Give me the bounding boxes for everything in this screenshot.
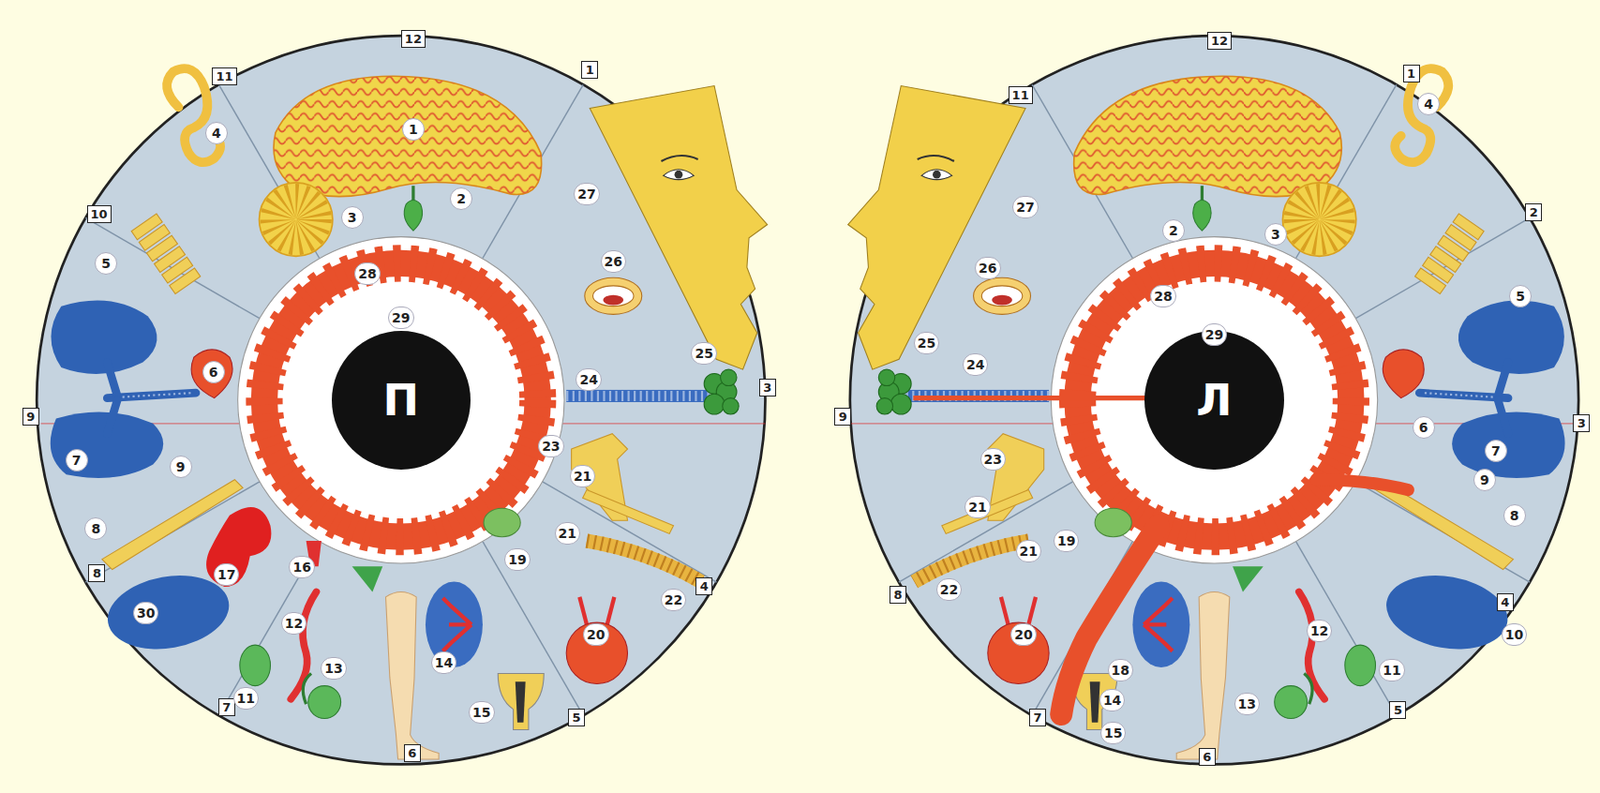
callout-number: 27	[573, 182, 599, 206]
callout-number: 7	[1484, 439, 1508, 463]
clock-marker: 3	[1572, 414, 1590, 433]
callout-number: 22	[936, 578, 962, 601]
colon-spur	[1315, 479, 1408, 491]
callout-number: 9	[1473, 468, 1496, 492]
callout-number: 1	[402, 118, 425, 141]
clock-marker: 3	[759, 378, 777, 397]
callout-number: 13	[1234, 692, 1260, 716]
callout-number: 21	[554, 522, 581, 545]
clock-marker: 9	[22, 407, 40, 426]
callout-number: 4	[1417, 92, 1440, 116]
liver	[206, 507, 271, 587]
clock-marker: 8	[88, 564, 105, 583]
callout-number: 11	[233, 687, 259, 710]
callout-number: 14	[431, 651, 457, 674]
callout-number: 21	[569, 464, 596, 488]
callout-number: 14	[1099, 688, 1125, 712]
clock-marker: 2	[1525, 203, 1542, 222]
callout-number: 17	[213, 563, 240, 586]
clock-marker: 5	[1389, 701, 1406, 719]
callout-number: 8	[1503, 504, 1526, 527]
clock-marker: 7	[218, 698, 236, 717]
clock-marker: 1	[1403, 64, 1421, 83]
callout-number: 15	[1100, 721, 1126, 745]
callout-number: 27	[1012, 195, 1038, 219]
callout-number: 23	[980, 448, 1006, 471]
callout-number: 7	[65, 448, 89, 472]
callout-number: 19	[504, 548, 530, 571]
callout-number: 15	[468, 701, 494, 724]
callout-number: 29	[1201, 323, 1227, 346]
pupil-letter: Л	[1196, 374, 1232, 426]
clock-marker: 12	[401, 29, 426, 48]
clock-marker: 9	[834, 407, 852, 426]
pupil-circle: П	[331, 330, 471, 470]
callout-number: 12	[1306, 619, 1332, 643]
right-iris	[36, 35, 767, 764]
callout-number: 2	[449, 187, 473, 210]
clock-marker: 11	[211, 67, 237, 86]
callout-number: 8	[84, 517, 107, 540]
callout-number: 30	[133, 601, 159, 625]
clock-marker: 4	[1496, 593, 1514, 612]
callout-number: 13	[320, 657, 346, 680]
clock-marker: 6	[403, 744, 421, 763]
clock-marker: 4	[695, 577, 713, 596]
clock-marker: 12	[1207, 31, 1232, 50]
callout-number: 3	[1264, 223, 1287, 246]
callout-number: 4	[205, 121, 228, 145]
pupil-letter: П	[383, 374, 420, 426]
clock-marker: 6	[1198, 747, 1216, 766]
callout-number: 12	[281, 612, 307, 635]
callout-number: 24	[575, 368, 601, 391]
callout-number: 11	[1378, 658, 1405, 682]
callout-number: 25	[913, 331, 940, 355]
callout-number: 29	[388, 306, 414, 329]
clock-marker: 11	[1008, 86, 1033, 105]
callout-number: 20	[1010, 623, 1036, 646]
callout-number: 24	[962, 353, 988, 376]
clock-marker: 5	[568, 708, 585, 727]
callout-number: 16	[288, 555, 315, 579]
callout-number: 22	[660, 588, 687, 612]
callout-number: 19	[1053, 529, 1079, 553]
callout-number: 10	[1501, 623, 1527, 646]
callout-number: 6	[1412, 416, 1436, 439]
callout-number: 28	[1150, 284, 1176, 308]
callout-number: 26	[600, 250, 627, 273]
callout-number: 9	[169, 455, 193, 479]
callout-number: 26	[974, 256, 1001, 280]
right-only-organs	[206, 507, 322, 587]
callout-number: 25	[690, 342, 717, 365]
callout-number: 6	[202, 360, 225, 384]
callout-number: 18	[1107, 658, 1134, 682]
callout-number: 20	[583, 623, 609, 646]
callout-number: 5	[94, 252, 118, 275]
left-iris	[848, 35, 1579, 764]
callout-number: 3	[341, 206, 364, 229]
callout-number: 21	[964, 495, 990, 519]
red-trachea	[912, 395, 1148, 401]
callout-number: 23	[538, 434, 564, 458]
callout-number: 28	[354, 262, 380, 285]
callout-number: 2	[1162, 219, 1185, 242]
callout-number: 21	[1016, 539, 1042, 563]
sigmoid-colon	[1061, 525, 1158, 715]
callout-number: 5	[1509, 284, 1532, 308]
pupil-circle: Л	[1144, 330, 1284, 470]
clock-marker: 8	[889, 585, 907, 604]
clock-marker: 1	[581, 60, 599, 79]
clock-marker: 10	[87, 205, 112, 224]
clock-marker: 7	[1029, 708, 1047, 727]
